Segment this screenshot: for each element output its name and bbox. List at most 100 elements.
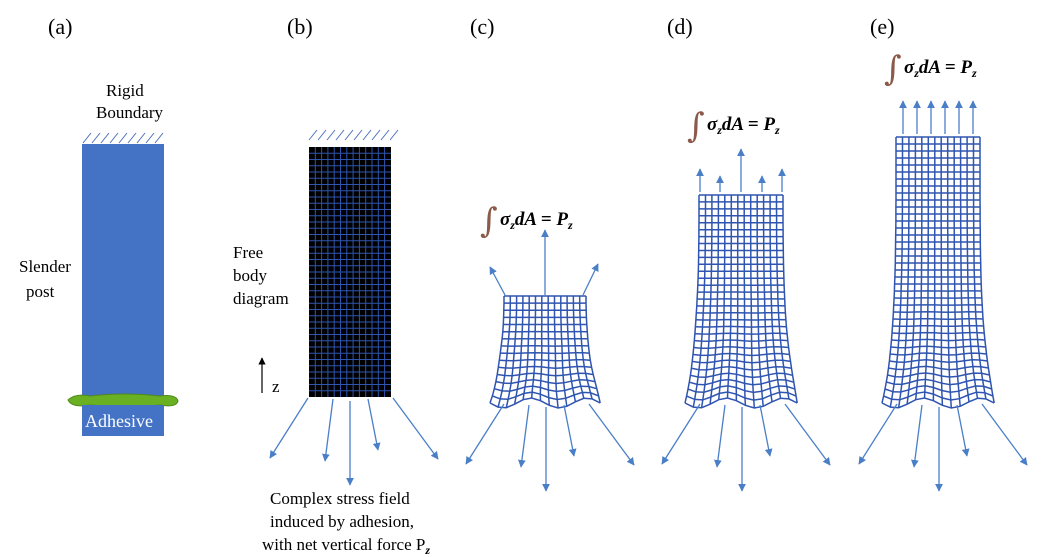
panel-b: Free body diagram z Complex stress field…	[233, 129, 439, 557]
mesh-line-vertical	[726, 195, 733, 399]
stress-arrow	[563, 404, 577, 457]
mesh-line-vertical	[489, 296, 505, 404]
mesh-line-horizontal	[691, 365, 792, 371]
mesh-line-horizontal	[887, 372, 990, 378]
mesh-line-vertical	[505, 296, 518, 408]
mesh-line-horizontal	[890, 345, 986, 349]
stress-arrow	[911, 404, 923, 468]
mesh-line-vertical	[769, 195, 782, 399]
mesh-line-vertical	[979, 137, 995, 404]
stress-arrow	[582, 263, 599, 296]
mesh-line-horizontal	[689, 378, 794, 386]
slender-post-label-line1: Slender	[19, 257, 71, 276]
caption-line2: induced by adhesion,	[270, 512, 414, 531]
mesh-line-vertical	[881, 137, 897, 404]
eq-c-lhs-sub: z	[509, 218, 515, 232]
eq-e-rhs-sub: z	[971, 66, 977, 80]
stress-arrow	[518, 404, 530, 468]
mesh-line-horizontal	[891, 338, 985, 342]
panel-a: Rigid Boundary Adhesive Slender post	[19, 81, 179, 436]
mesh-line-horizontal	[686, 391, 797, 401]
mesh-line-vertical	[735, 195, 739, 401]
mesh-line-vertical	[566, 296, 577, 402]
mesh-line-vertical	[560, 296, 568, 407]
mesh-line-vertical	[897, 137, 910, 408]
equation-c: ∫ σzdA = Pz	[480, 201, 573, 241]
equation-text-e: σzdA = Pz	[904, 57, 977, 80]
caption-line3: with net vertical force Pz	[262, 535, 430, 557]
mesh-line-horizontal	[890, 352, 987, 356]
mesh-line-vertical	[530, 296, 537, 399]
mesh-grid-b	[309, 147, 391, 397]
eq-e-mid: dA = P	[919, 57, 972, 78]
eq-c-mid: dA = P	[515, 209, 568, 230]
stress-arrows-b	[269, 397, 439, 486]
stress-arrows-e	[858, 100, 1028, 492]
mesh-line-horizontal	[499, 358, 591, 362]
mesh-line-horizontal	[492, 391, 599, 401]
mesh-line-vertical	[497, 296, 512, 408]
slender-post-label-line2: post	[26, 282, 55, 301]
mesh-line-vertical	[743, 195, 747, 406]
mesh-line-vertical	[953, 137, 961, 407]
caption-subscript: z	[424, 543, 430, 557]
stress-arrow	[392, 397, 439, 460]
mesh-line-horizontal	[892, 324, 984, 328]
mesh-line-horizontal	[495, 378, 596, 385]
mesh-line-vertical	[966, 137, 979, 399]
mesh-line-vertical	[914, 137, 923, 400]
stress-arrow	[588, 403, 635, 466]
adhesive-block	[82, 405, 164, 436]
mesh-line-vertical	[940, 137, 944, 406]
mesh-line-vertical	[539, 296, 543, 401]
mesh-line-vertical	[756, 195, 764, 407]
integral-sign-c: ∫	[480, 201, 498, 241]
eq-e-lhs-sub: z	[913, 66, 919, 80]
mesh-line-vertical	[700, 195, 713, 408]
mesh-line-horizontal	[687, 385, 796, 394]
mesh-line-vertical	[553, 296, 559, 409]
mesh-line-vertical	[762, 195, 773, 402]
panel-label-d: (d)	[667, 14, 693, 39]
mesh-line-vertical	[959, 137, 970, 402]
mesh-line-vertical	[522, 296, 530, 400]
mesh-line-horizontal	[694, 332, 788, 335]
stress-arrows-d	[661, 148, 831, 492]
eq-d-lhs-sub: z	[716, 123, 722, 137]
free-body-label-line1: Free	[233, 243, 263, 262]
panel-label-e: (e)	[870, 14, 894, 39]
integral-sign-e: ∫	[884, 49, 902, 89]
eq-c-rhs-sub: z	[567, 218, 573, 232]
stress-arrow	[489, 266, 506, 296]
mesh-line-vertical	[923, 137, 930, 399]
mesh-line-horizontal	[889, 358, 988, 364]
stress-arrow	[981, 403, 1028, 466]
rigid-boundary-hatch-a	[82, 132, 164, 144]
mesh-line-horizontal	[695, 325, 787, 328]
mesh-line-vertical	[906, 137, 917, 405]
mesh-grid-d	[684, 194, 798, 409]
mesh-line-horizontal	[884, 385, 992, 393]
mesh-line-vertical	[513, 296, 524, 405]
mesh-line-vertical	[684, 195, 700, 404]
mesh-line-horizontal	[694, 339, 788, 342]
mesh-line-vertical	[775, 195, 790, 400]
mesh-line-horizontal	[891, 331, 985, 335]
eq-d-rhs-sub: z	[774, 123, 780, 137]
mesh-line-vertical	[932, 137, 936, 401]
integral-sign-d: ∫	[687, 106, 705, 146]
mesh-line-horizontal	[489, 397, 601, 409]
mesh-line-horizontal	[494, 385, 598, 393]
mesh-grid-e	[881, 136, 995, 409]
stress-arrow	[269, 397, 309, 459]
mesh-line-horizontal	[692, 352, 790, 357]
mesh-line-horizontal	[888, 365, 989, 371]
mesh-line-horizontal	[498, 365, 592, 369]
mesh-line-horizontal	[692, 359, 791, 364]
mesh-line-vertical	[709, 195, 720, 405]
mesh-line-vertical	[585, 296, 601, 404]
equation-text-d: σzdA = Pz	[707, 114, 780, 137]
stress-arrow	[322, 398, 334, 462]
mesh-line-horizontal	[690, 372, 793, 379]
